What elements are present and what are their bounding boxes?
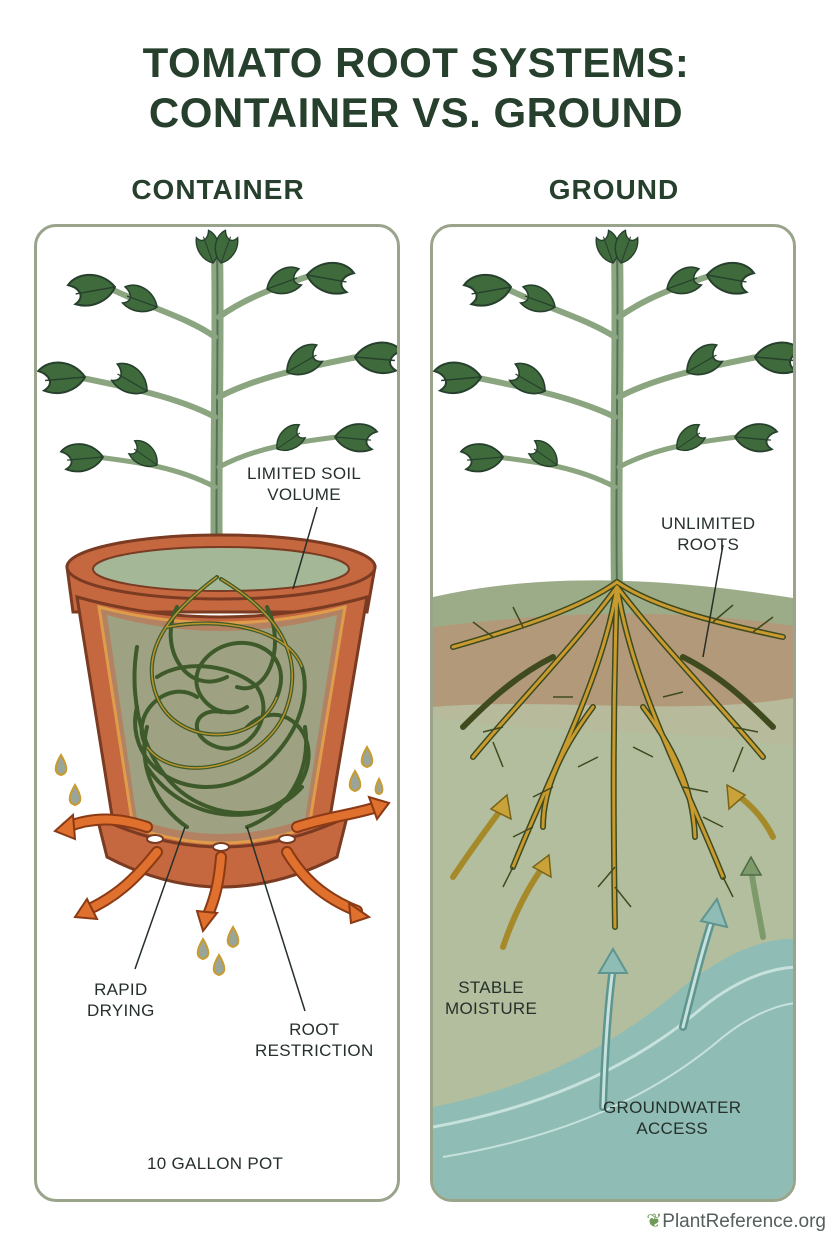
label-groundwater-access: GROUNDWATER ACCESS: [603, 1097, 741, 1139]
container-heading: CONTAINER: [131, 174, 305, 205]
label-rapid-drying: RAPID DRYING: [87, 979, 155, 1021]
label-limited-soil-line2: VOLUME: [267, 485, 341, 504]
drain-holes: [146, 834, 296, 852]
water-drops: [54, 745, 384, 977]
label-unlimited-roots: UNLIMITED ROOTS: [661, 513, 755, 555]
label-stable-moisture-line2: MOISTURE: [445, 999, 538, 1018]
label-unlimited-roots-line1: UNLIMITED: [661, 514, 756, 533]
title-line-2: CONTAINER VS. GROUND: [148, 89, 684, 136]
label-rapid-drying-line1: RAPID: [94, 980, 148, 999]
label-groundwater-access-line2: ACCESS: [636, 1119, 709, 1138]
label-root-restriction-line2: RESTRICTION: [255, 1041, 374, 1060]
label-rapid-drying-line2: DRYING: [87, 1001, 155, 1020]
label-root-restriction-line1: ROOT: [289, 1020, 340, 1039]
label-pot-size: 10 GALLON POT: [147, 1154, 284, 1173]
leaf-icon: ❦: [646, 1211, 663, 1232]
label-limited-soil-line1: LIMITED SOIL: [247, 464, 362, 483]
label-stable-moisture: STABLE MOISTURE: [445, 977, 537, 1019]
container-panel: LIMITED SOIL VOLUME RAPID DRYING ROOT RE…: [34, 224, 400, 1202]
title-line-1: TOMATO ROOT SYSTEMS:: [142, 39, 690, 86]
label-unlimited-roots-line2: ROOTS: [677, 535, 740, 554]
ground-heading: GROUND: [548, 174, 680, 205]
label-stable-moisture-line1: STABLE: [458, 978, 524, 997]
tomato-plant: [74, 241, 360, 583]
container-illustration: [37, 228, 397, 1012]
groundwater: [433, 938, 793, 1199]
label-limited-soil: LIMITED SOIL VOLUME: [247, 463, 361, 505]
ground-illustration: [433, 228, 793, 1199]
footer-site: PlantReference.org: [662, 1211, 826, 1232]
label-root-restriction: ROOT RESTRICTION: [255, 1019, 374, 1061]
ground-panel: UNLIMITED ROOTS STABLE MOISTURE GROUNDWA…: [430, 224, 796, 1202]
footer-brand: ❦PlantReference.org: [646, 1210, 826, 1233]
label-groundwater-access-line1: GROUNDWATER: [603, 1098, 742, 1117]
